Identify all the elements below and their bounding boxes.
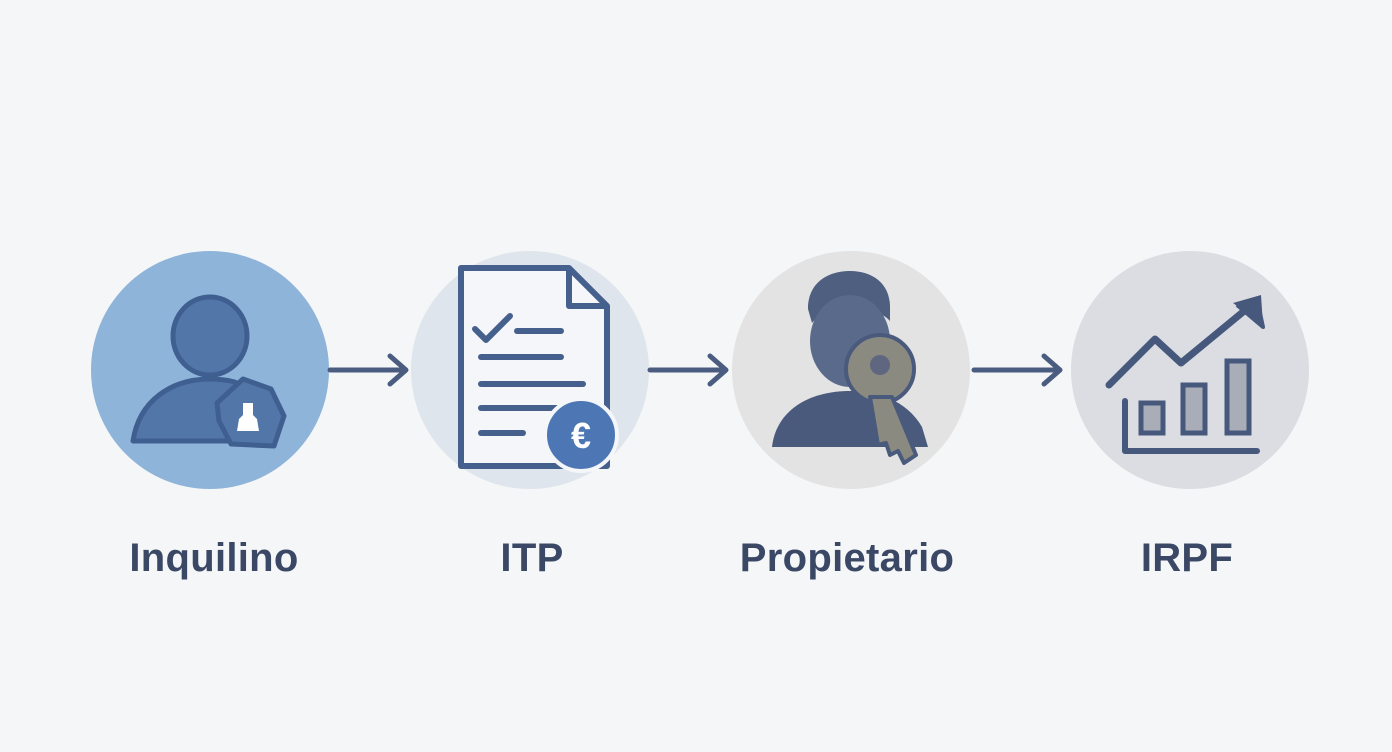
- step-circle-itp: €: [411, 251, 649, 489]
- tax-document-euro-icon: €: [458, 265, 619, 473]
- owner-key-icon: [772, 271, 928, 465]
- step-label-irpf: IRPF: [1140, 536, 1234, 580]
- svg-text:€: €: [571, 415, 591, 456]
- growth-chart-icon: [1105, 295, 1265, 454]
- step-label-itp: ITP: [500, 536, 564, 580]
- step-label-propietario: Propietario: [739, 536, 955, 580]
- tenant-icon: [130, 294, 287, 449]
- step-label-inquilino: Inquilino: [129, 536, 299, 580]
- arrow-right-icon: [971, 353, 1063, 387]
- arrow-right-icon: [647, 353, 729, 387]
- arrow-right-icon: [327, 353, 409, 387]
- step-circle-irpf: [1071, 251, 1309, 489]
- step-circle-propietario: [732, 251, 970, 489]
- step-circle-inquilino: [91, 251, 329, 489]
